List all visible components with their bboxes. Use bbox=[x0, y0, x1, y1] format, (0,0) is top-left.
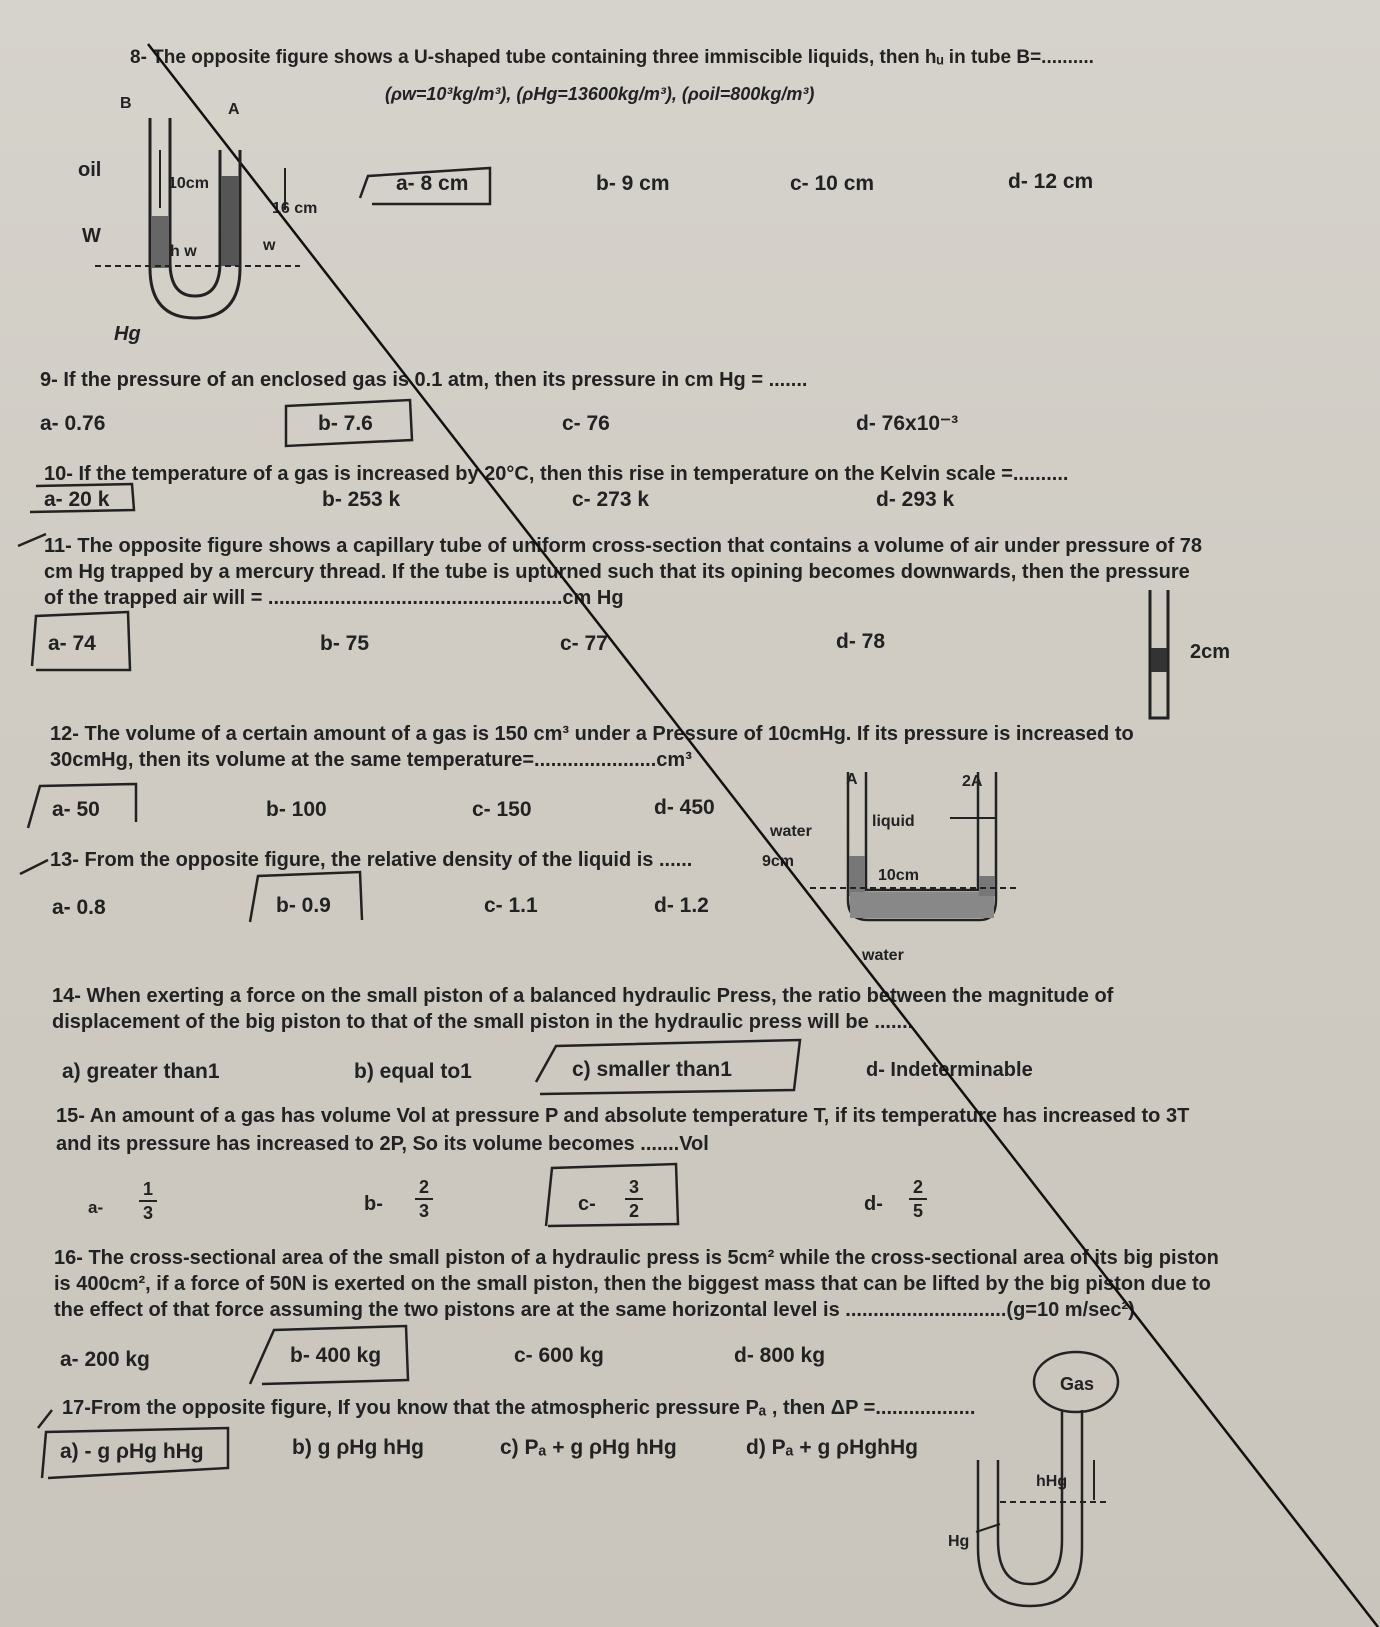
q10-option-c: c- 273 k bbox=[572, 488, 650, 511]
q8-fig-label-w-right: w bbox=[263, 237, 276, 254]
q14-option-a: a) greater than1 bbox=[62, 1060, 220, 1083]
q9-stem: 9- If the pressure of an enclosed gas is… bbox=[40, 369, 808, 391]
q14-stem-line1: 14- When exerting a force on the small p… bbox=[52, 985, 1114, 1007]
q13-fig-label-liquid: liquid bbox=[872, 813, 915, 830]
q8-fig-label-oil: oil bbox=[78, 159, 102, 181]
q11-option-b: b- 75 bbox=[320, 632, 370, 655]
q17-option-d: d) Pₐ + g ρHghHg bbox=[746, 1436, 918, 1459]
q11-answer-box bbox=[30, 610, 132, 672]
q12-option-d: d- 450 bbox=[654, 796, 715, 819]
q11-stem-line3: of the trapped air will = ..............… bbox=[44, 587, 624, 609]
q13-option-c: c- 1.1 bbox=[484, 894, 538, 917]
q14-option-c: c) smaller than1 bbox=[572, 1058, 732, 1081]
q16-option-a: a- 200 kg bbox=[60, 1348, 150, 1371]
q15-answer-box bbox=[544, 1162, 680, 1228]
q11-option-a: a- 74 bbox=[48, 632, 96, 655]
q15-stem-line1: 15- An amount of a gas has volume Vol at… bbox=[56, 1105, 1190, 1127]
q13-option-b: b- 0.9 bbox=[276, 894, 331, 917]
q9-answer-box bbox=[284, 398, 414, 448]
q16-stem-line2: is 400cm², if a force of 50N is exerted … bbox=[54, 1273, 1211, 1295]
q13-fig-label-a: A bbox=[846, 771, 858, 788]
q13-option-a: a- 0.8 bbox=[52, 896, 106, 919]
q12-stem-line1: 12- The volume of a certain amount of a … bbox=[50, 723, 1134, 745]
q13-stem: 13- From the opposite figure, the relati… bbox=[50, 849, 693, 871]
q12-answer-box bbox=[26, 782, 138, 829]
q8-option-a: a- 8 cm bbox=[396, 172, 469, 195]
q8-option-d: d- 12 cm bbox=[1008, 170, 1094, 193]
q12-option-a: a- 50 bbox=[52, 798, 100, 821]
q16-option-b: b- 400 kg bbox=[290, 1344, 382, 1367]
q8-fig-label-w: W bbox=[82, 225, 101, 247]
q17-fig-label-h: hHg bbox=[1036, 1473, 1068, 1490]
q8-stem: 8- The opposite figure shows a U-shaped … bbox=[130, 47, 1094, 68]
q8-fig-label-10cm: 10cm bbox=[168, 175, 209, 192]
q10-option-a: a- 20 k bbox=[44, 488, 110, 511]
q8-fig-label-16cm: 16 cm bbox=[272, 200, 318, 217]
q8-option-c: c- 10 cm bbox=[790, 172, 875, 195]
q12-option-b: b- 100 bbox=[266, 798, 327, 821]
q15-option-d-label: d- bbox=[864, 1193, 883, 1215]
q10-option-d: d- 293 k bbox=[876, 488, 955, 511]
q11-option-d: d- 78 bbox=[836, 630, 886, 653]
q8-u-tube-figure bbox=[95, 118, 300, 320]
q16-answer-box bbox=[248, 1324, 410, 1386]
q15-option-c-label: c- bbox=[578, 1193, 596, 1215]
q10-stem: 10- If the temperature of a gas is incre… bbox=[44, 463, 1069, 485]
q14-answer-box bbox=[534, 1038, 802, 1096]
q10-option-b: b- 253 k bbox=[322, 488, 401, 511]
q14-stem-line2: displacement of the big piston to that o… bbox=[52, 1011, 914, 1033]
q8-fig-label-b: B bbox=[120, 95, 132, 112]
q8-fig-label-a: A bbox=[228, 101, 240, 118]
q17-option-b: b) g ρHg hHg bbox=[292, 1436, 424, 1459]
answer-marks bbox=[17, 166, 802, 1480]
q9-option-b: b- 7.6 bbox=[318, 412, 373, 435]
q15-option-a-label: a- bbox=[88, 1198, 104, 1217]
q16-option-c: c- 600 kg bbox=[514, 1344, 604, 1367]
q11-stem-line2: cm Hg trapped by a mercury thread. If th… bbox=[44, 561, 1190, 583]
q13-option-d: d- 1.2 bbox=[654, 894, 709, 917]
q11-option-c: c- 77 bbox=[560, 632, 608, 655]
q17-fig-label-hg: Hg bbox=[948, 1533, 970, 1550]
q14-option-d: d- Indeterminable bbox=[866, 1059, 1033, 1081]
q13-u-tube-figure bbox=[810, 772, 1020, 922]
q16-option-d: d- 800 kg bbox=[734, 1344, 826, 1367]
q11-stem-line1: 11- The opposite figure shows a capillar… bbox=[44, 535, 1203, 557]
q17-answer-box bbox=[40, 1426, 230, 1480]
q14-option-b: b) equal to1 bbox=[354, 1060, 472, 1083]
q11-fig-label-2cm: 2cm bbox=[1190, 641, 1231, 663]
q17-option-c: c) Pₐ + g ρHg hHg bbox=[500, 1436, 677, 1459]
q16-stem-line3: the effect of that force assuming the tw… bbox=[54, 1299, 1135, 1321]
q12-option-c: c- 150 bbox=[472, 798, 532, 821]
q8-fig-label-hw: h w bbox=[170, 243, 197, 260]
q9-option-d: d- 76x10⁻³ bbox=[856, 412, 959, 435]
q16-stem-line1: 16- The cross-sectional area of the smal… bbox=[54, 1247, 1219, 1269]
q13-answer-box bbox=[248, 870, 364, 923]
q10-answer-box bbox=[29, 482, 136, 514]
q11-capillary-tube-figure bbox=[1148, 590, 1170, 720]
q9-option-c: c- 76 bbox=[562, 412, 610, 435]
q15-stem-line2: and its pressure has increased to 2P, So… bbox=[56, 1133, 709, 1155]
q13-fig-label-water-bottom: water bbox=[862, 947, 904, 964]
q8-answer-box bbox=[358, 166, 492, 206]
q17-option-a: a) - g ρHg hHg bbox=[60, 1440, 204, 1463]
q8-densities: (ρw=10³kg/m³), (ρHg=13600kg/m³), (ρoil=8… bbox=[385, 84, 815, 104]
q17-fig-label-gas: Gas bbox=[1060, 1374, 1095, 1394]
q9-option-a: a- 0.76 bbox=[40, 412, 106, 435]
q8-fig-label-hg: Hg bbox=[114, 323, 141, 345]
q12-stem-line2: 30cmHg, then its volume at the same temp… bbox=[50, 749, 692, 771]
q13-fig-label-10cm: 10cm bbox=[878, 867, 919, 884]
q17-stem: 17-From the opposite figure, If you know… bbox=[62, 1397, 976, 1419]
q13-fig-label-water: water bbox=[770, 823, 812, 840]
q8-option-b: b- 9 cm bbox=[596, 172, 670, 195]
q15-option-b-label: b- bbox=[364, 1193, 383, 1215]
diagonal-pen-stroke bbox=[147, 43, 1379, 1627]
q17-manometer-figure bbox=[975, 1350, 1120, 1608]
